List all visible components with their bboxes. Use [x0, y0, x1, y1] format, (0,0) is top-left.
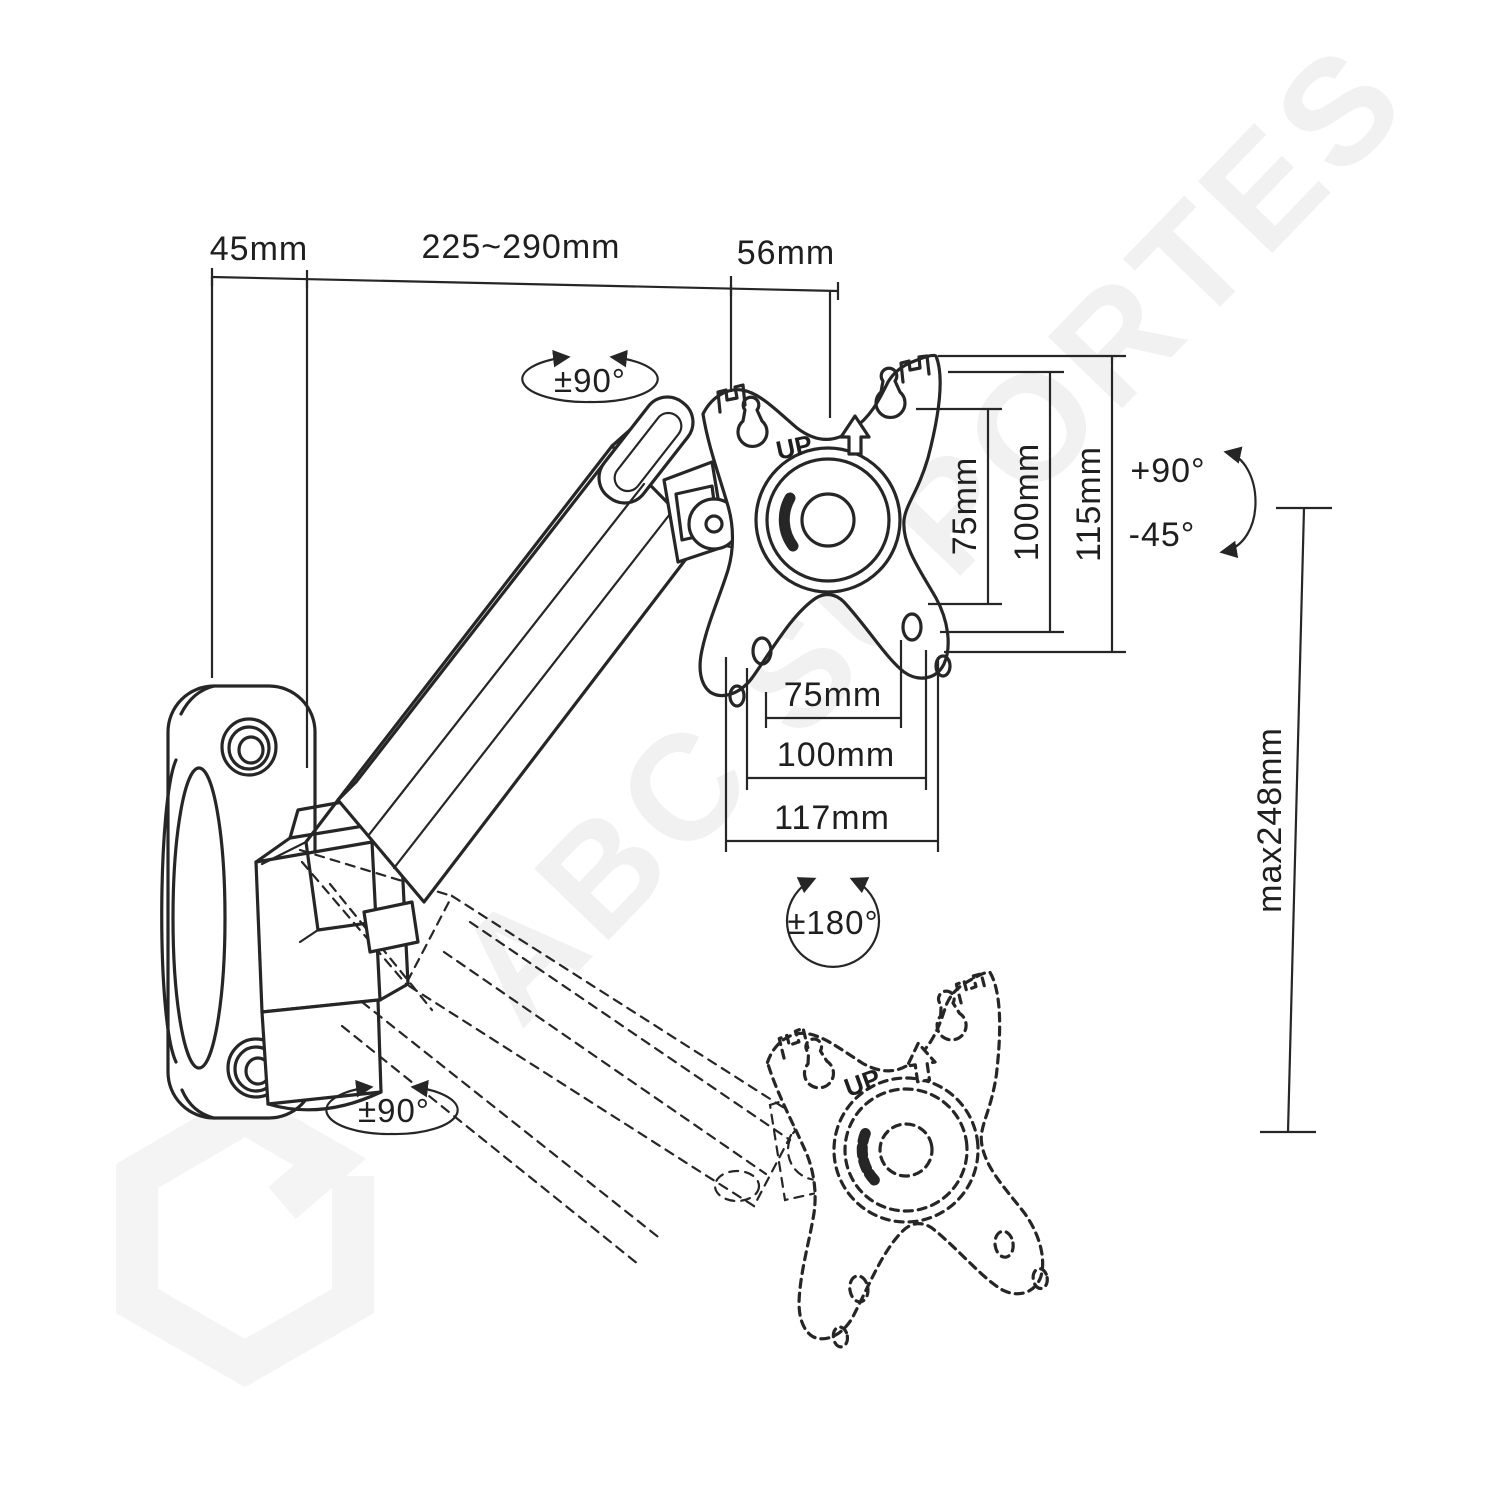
watermark-logo [116, 1088, 374, 1388]
rotation-tilt: +90° -45° [1129, 446, 1257, 559]
dim-bottom-group: 75mm 100mm 117mm [724, 640, 940, 852]
label-56mm: 56mm [737, 234, 835, 272]
rotation-base-swivel: ±90° [325, 1079, 459, 1136]
label-plate-height: 115mm [1070, 446, 1108, 562]
dim-right-group: 75mm 100mm 115mm [916, 354, 1126, 654]
label-tilt-down: -45° [1129, 516, 1196, 554]
label-max248mm: max248mm [1251, 727, 1289, 913]
vesa-plate-ghost [756, 970, 1052, 1352]
gas-spring-arm [260, 395, 760, 954]
label-top-swivel: ±90° [554, 362, 626, 399]
wall-screw-hole-top [220, 717, 278, 777]
arm-head-joint [662, 460, 760, 564]
label-117mm: 117mm [774, 799, 890, 837]
label-screen-rotation: ±180° [787, 904, 878, 941]
dim-max248: max248mm [1251, 506, 1332, 1134]
label-base-swivel: ±90° [358, 1092, 430, 1129]
mounting-hinge [254, 798, 410, 1112]
label-vesa-v-75: 75mm [946, 457, 984, 555]
label-225-290mm: 225~290mm [422, 228, 621, 266]
rotation-screen: ±180° [785, 877, 881, 968]
dim-top-group: 45mm 225~290mm 56mm [210, 228, 840, 768]
label-vesa-h-75: 75mm [784, 676, 882, 714]
rotation-top-swivel: ±90° [521, 349, 659, 404]
label-vesa-v-100: 100mm [1008, 443, 1046, 561]
label-tilt-up: +90° [1130, 452, 1205, 490]
label-vesa-h-100: 100mm [777, 736, 895, 774]
label-45mm: 45mm [210, 230, 308, 268]
